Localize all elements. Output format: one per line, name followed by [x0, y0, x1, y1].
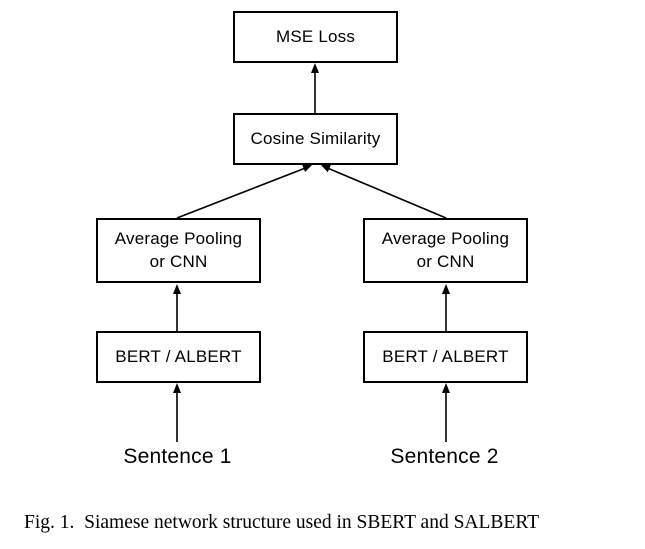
arrow-avgpool-right-to-cosine — [321, 164, 447, 219]
bert-albert-left-label: BERT / ALBERT — [115, 346, 242, 366]
arrow-bert-left-to-avgpool — [173, 284, 181, 331]
cosine-similarity-box: Cosine Similarity — [233, 113, 398, 165]
sentence-2-label: Sentence 2 — [390, 445, 499, 468]
arrow-avgpool-left-to-cosine — [176, 164, 312, 219]
figure-caption: Fig. 1. Siamese network structure used i… — [24, 512, 540, 533]
arrow-bert-right-to-avgpool — [442, 284, 450, 331]
bert-albert-left-box: BERT / ALBERT — [96, 331, 261, 383]
bert-albert-right-box: BERT / ALBERT — [363, 331, 528, 383]
sentence-1-label: Sentence 1 — [123, 445, 232, 468]
bert-albert-right-label: BERT / ALBERT — [382, 346, 509, 366]
avg-pooling-left-label: Average Pooling or CNN — [114, 229, 243, 271]
arrow-sentence2-to-bert — [442, 383, 450, 442]
avg-pooling-right-box: Average Pooling or CNN — [363, 218, 528, 283]
arrow-cosine-to-mse — [311, 63, 319, 113]
mse-loss-label: MSE Loss — [275, 26, 356, 46]
avg-pooling-right-label: Average Pooling or CNN — [381, 229, 510, 271]
mse-loss-box: MSE Loss — [233, 11, 398, 63]
arrow-sentence1-to-bert — [173, 383, 181, 442]
cosine-similarity-label: Cosine Similarity — [250, 128, 381, 148]
avg-pooling-left-box: Average Pooling or CNN — [96, 218, 261, 283]
